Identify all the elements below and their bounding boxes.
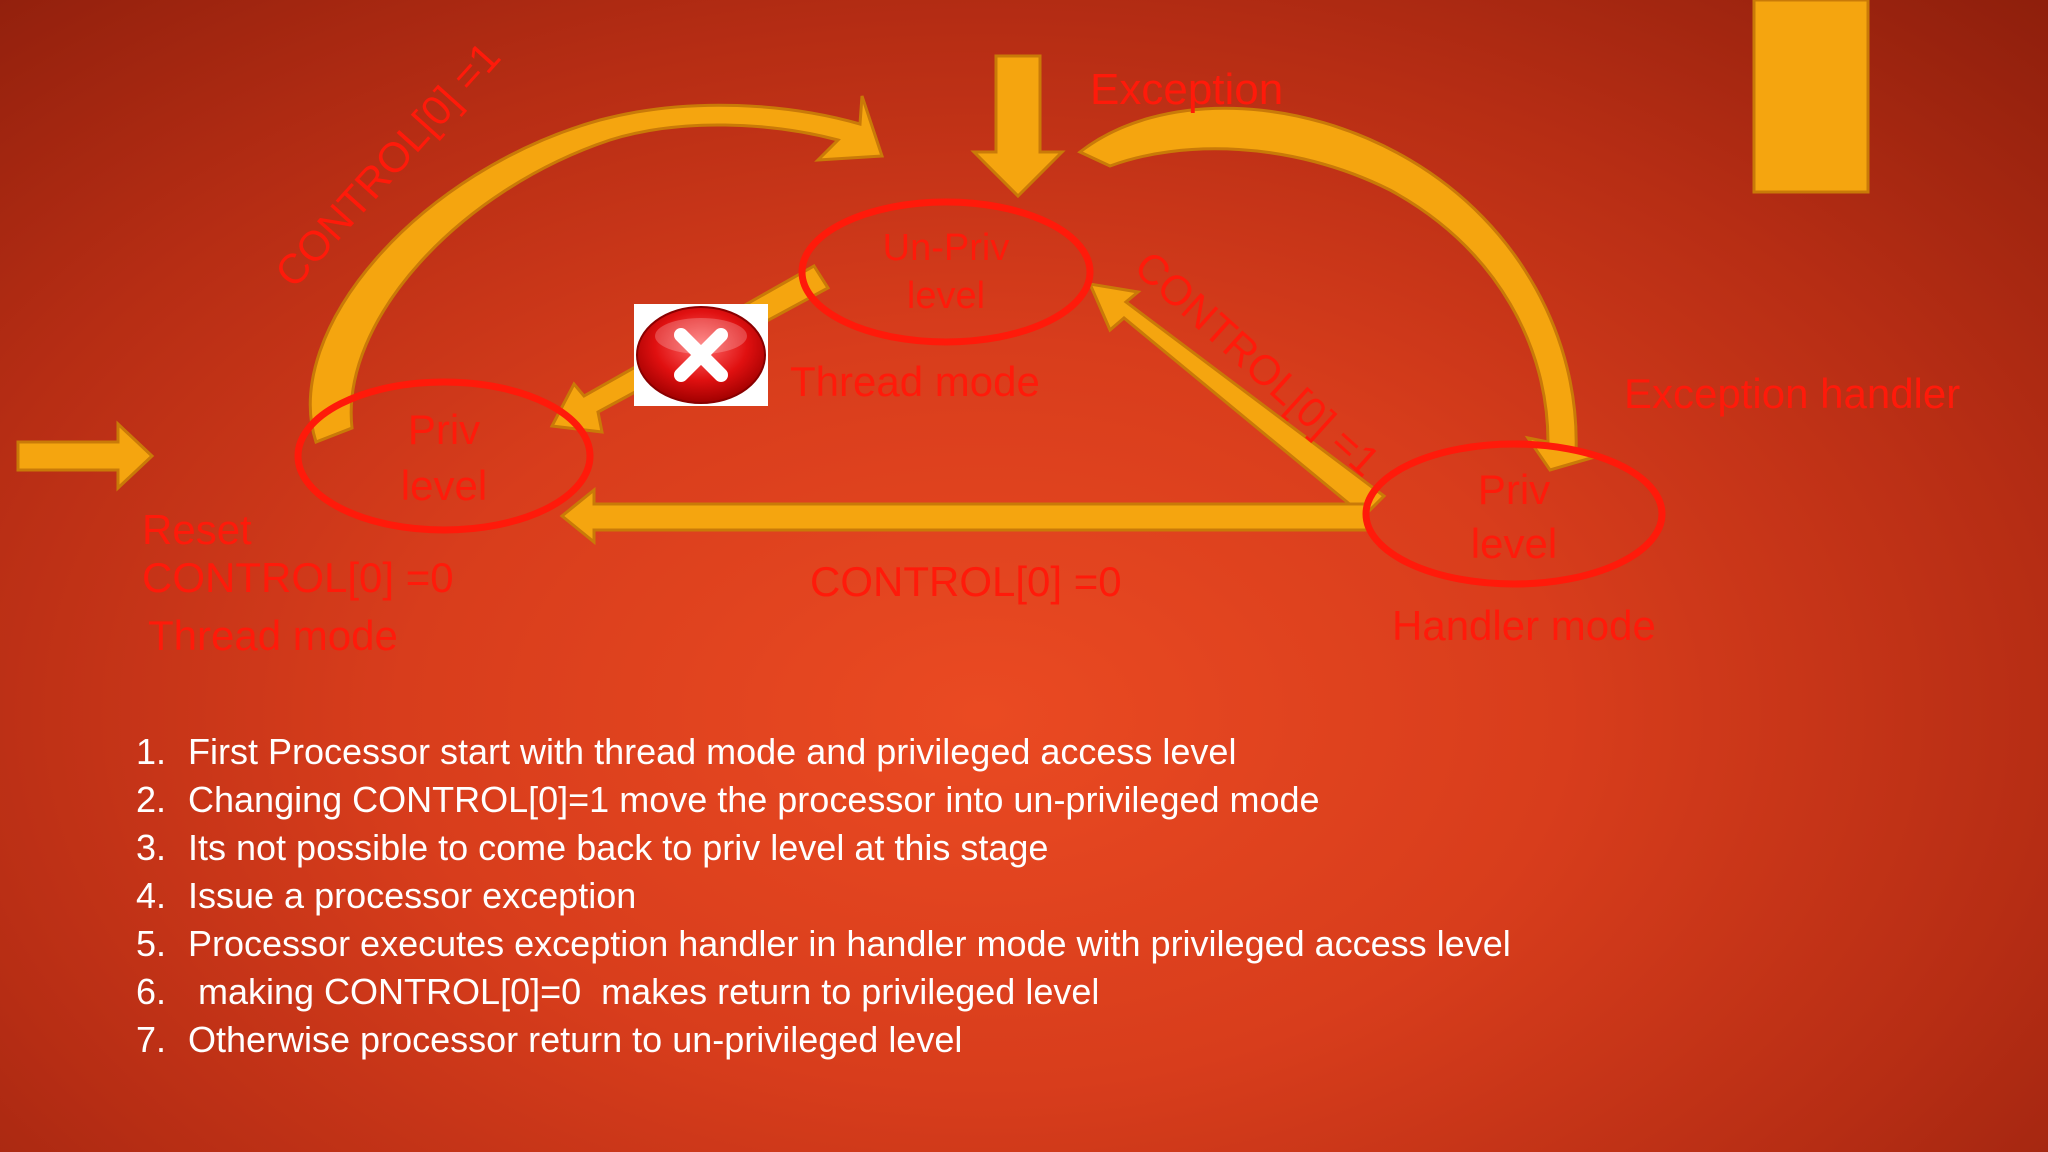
- reset-control-label: CONTROL[0] =0: [142, 554, 454, 601]
- step-item: 4. Issue a processor exception: [136, 872, 1511, 920]
- handler-mode-label: Handler mode: [1392, 602, 1656, 649]
- unpriv-node-line1: Un-Priv: [883, 227, 1010, 269]
- step-text: Otherwise processor return to un-privile…: [188, 1019, 963, 1060]
- close-icon: [634, 304, 768, 406]
- thread-priv-node-line2: level: [401, 462, 487, 509]
- step-text: making CONTROL[0]=0 makes return to priv…: [188, 971, 1100, 1012]
- reset-thread-mode-label: Thread mode: [148, 612, 398, 659]
- step-number: 3.: [136, 827, 167, 868]
- step-item: 3. Its not possible to come back to priv …: [136, 824, 1511, 872]
- unpriv-level-node: [798, 198, 1094, 346]
- handler-priv-node-line1: Priv: [1478, 466, 1550, 513]
- priv-to-unpriv-curved-arrow: [309, 95, 885, 444]
- step-item: 7. Otherwise processor return to un-privi…: [136, 1016, 1511, 1064]
- step-text: First Processor start with thread mode a…: [188, 731, 1237, 772]
- exception-handler-label: Exception handler: [1624, 370, 1960, 417]
- handler-priv-node-line2: level: [1471, 520, 1557, 567]
- handler-to-priv-transition-label: CONTROL[0] =0: [810, 558, 1122, 605]
- step-number: 2.: [136, 779, 167, 820]
- step-text: Processor executes exception handler in …: [188, 923, 1511, 964]
- step-text: Issue a processor exception: [188, 875, 637, 916]
- step-number: 6.: [136, 971, 167, 1012]
- exception-down-arrow: [970, 54, 1066, 199]
- step-number: 4.: [136, 875, 167, 916]
- step-number: 5.: [136, 923, 167, 964]
- step-text: Changing CONTROL[0]=1 move the processor…: [188, 779, 1320, 820]
- step-item: 5. Processor executes exception handler i…: [136, 920, 1511, 968]
- thread-priv-node-line1: Priv: [408, 406, 480, 453]
- handler-to-priv-arrow: [559, 486, 1370, 546]
- handler-to-unpriv-transition-label: CONTROL[0] =1: [1126, 242, 1389, 485]
- reset-arrow: [16, 420, 155, 492]
- handler-to-unpriv-arrow: [1087, 282, 1387, 519]
- step-item: 2. Changing CONTROL[0]=1 move the process…: [136, 776, 1511, 824]
- step-item: 1. First Processor start with thread mode…: [136, 728, 1511, 776]
- handler-priv-level-node: [1362, 440, 1666, 588]
- reset-label: Reset: [142, 506, 252, 553]
- steps-list: 1. First Processor start with thread mode…: [136, 728, 1511, 1064]
- thread-priv-level-node: [294, 378, 594, 534]
- exception-label: Exception: [1090, 65, 1283, 114]
- unpriv-node-line2: level: [907, 275, 985, 317]
- step-number: 1.: [136, 731, 167, 772]
- step-number: 7.: [136, 1019, 167, 1060]
- corner-accent-bar: [1752, 0, 1870, 194]
- step-text: Its not possible to come back to priv le…: [188, 827, 1049, 868]
- thread-mode-label: Thread mode: [790, 358, 1040, 405]
- step-item: 6. making CONTROL[0]=0 makes return to p…: [136, 968, 1511, 1016]
